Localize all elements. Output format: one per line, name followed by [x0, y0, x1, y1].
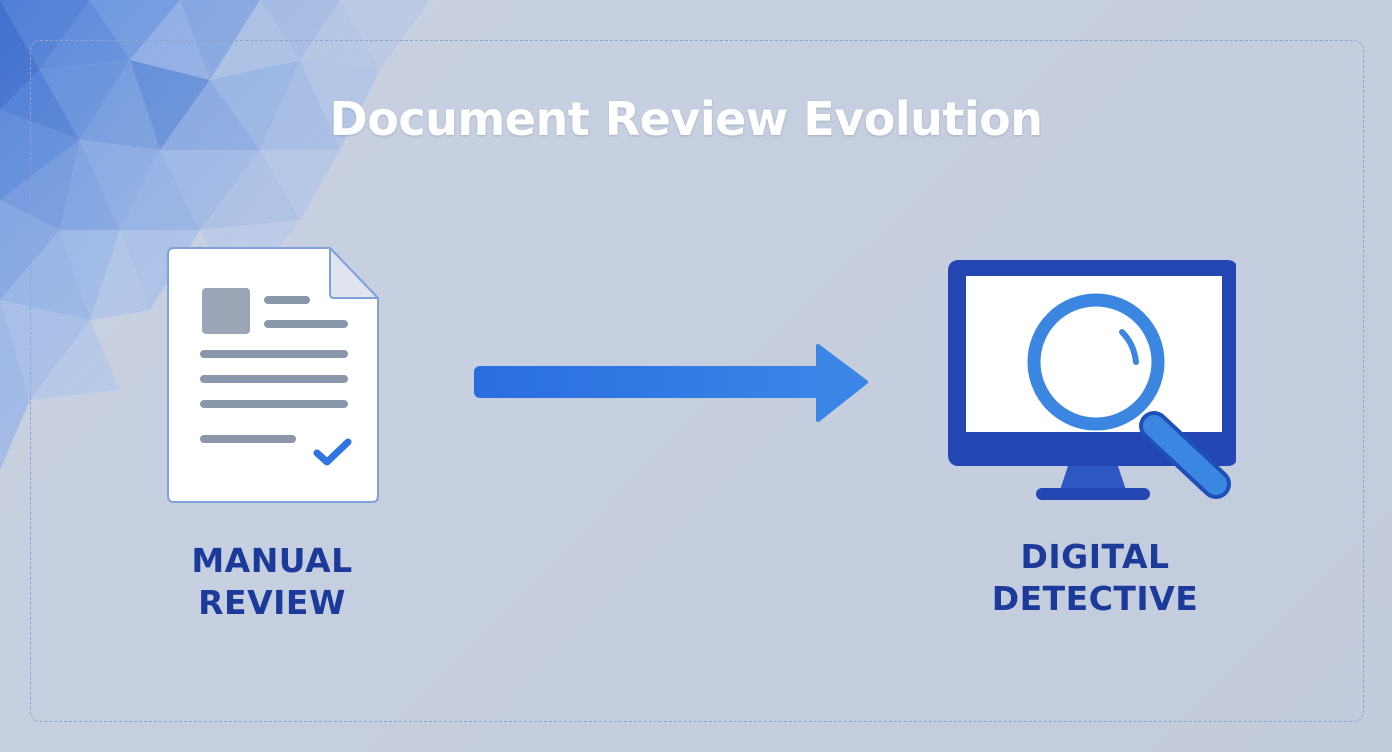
manual-review-line1: MANUAL [191, 541, 353, 580]
digital-detective-caption: DIGITAL DETECTIVE [970, 536, 1220, 620]
monitor-magnifier-icon [948, 260, 1236, 500]
polygon-background-pattern [0, 0, 430, 470]
magnifier-icon [1027, 293, 1231, 499]
manual-review-caption: MANUAL REVIEW [172, 540, 372, 624]
document-check-icon [167, 247, 379, 503]
manual-review-line2: REVIEW [198, 583, 346, 622]
digital-detective-line2: DETECTIVE [991, 579, 1199, 618]
dashed-frame [30, 40, 1364, 722]
arrow-right-icon [474, 344, 868, 422]
page-title: Document Review Evolution [329, 92, 1043, 146]
digital-detective-line1: DIGITAL [1020, 537, 1170, 576]
